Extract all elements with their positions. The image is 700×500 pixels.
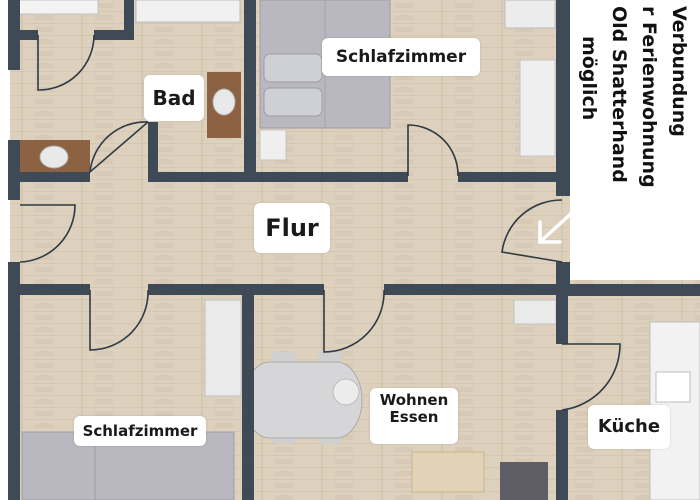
cabinet xyxy=(504,0,556,29)
room-label-schlafzimmer: Schlafzimmer xyxy=(322,38,480,76)
armchair xyxy=(500,462,548,500)
cabinet xyxy=(135,0,241,23)
doors xyxy=(19,34,621,411)
note-line: Verbundung xyxy=(668,6,690,137)
room-label-kueche: Küche xyxy=(588,405,670,449)
cabinet xyxy=(513,299,557,325)
stove xyxy=(655,371,691,403)
sofa xyxy=(411,451,485,493)
arrow-icon xyxy=(538,208,577,244)
nightstand xyxy=(259,129,287,161)
room-label-line: Essen xyxy=(389,408,439,427)
room-label-line: Wohnen xyxy=(379,391,449,409)
room-label-schlafzimmer-2: Schlafzimmer xyxy=(74,416,206,446)
note-line: möglich xyxy=(578,36,600,121)
room-label-flur: Flur xyxy=(254,203,330,253)
dining-table xyxy=(243,350,363,444)
note-line: r Ferienwohnung xyxy=(638,6,660,188)
sink xyxy=(18,140,90,174)
note-line: Old Shatterhand xyxy=(608,6,630,183)
wardrobe xyxy=(519,59,556,157)
wardrobe xyxy=(204,299,242,397)
sink xyxy=(207,72,241,138)
room-label-bad: Bad xyxy=(144,75,204,121)
room-label-wohnen-essen: Wohnen Essen xyxy=(370,388,458,444)
shower xyxy=(17,0,99,15)
outside-area xyxy=(0,0,10,500)
connection-note: Verbundung r Ferienwohnung Old Shatterha… xyxy=(572,0,700,200)
outside-right xyxy=(570,0,700,280)
